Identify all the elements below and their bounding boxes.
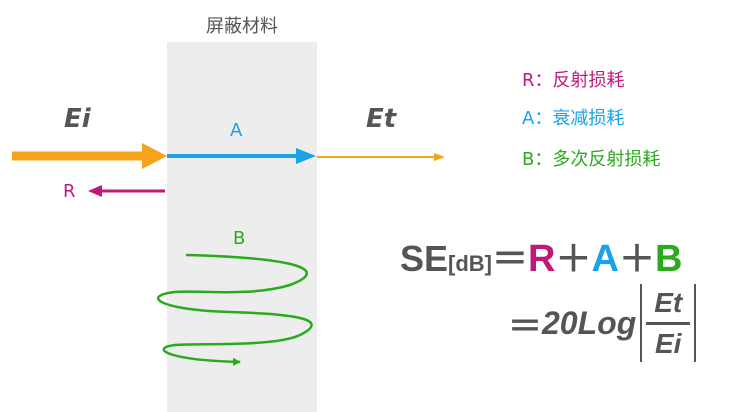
- formula-line-1: SE[dB]＝R＋A＋B: [400, 230, 682, 282]
- formula-b: B: [654, 238, 683, 280]
- reflection-label: R: [63, 181, 76, 202]
- shielding-material: [167, 42, 317, 412]
- formula-unit: [dB]: [448, 251, 493, 276]
- multi-reflection-label: B: [233, 228, 246, 249]
- absorption-arrowhead: [296, 148, 316, 164]
- fraction-numerator: Et: [654, 286, 683, 318]
- formula-a: A: [591, 238, 619, 280]
- absorption-label: A: [230, 120, 243, 141]
- fraction-denominator: Ei: [655, 327, 682, 359]
- fraction-line: [646, 321, 691, 325]
- reflection-arrowhead: [88, 185, 102, 197]
- legend-item-multi-reflection: B：多次反射损耗: [522, 149, 661, 170]
- transmitted-label: Et: [366, 104, 397, 134]
- incident-arrowhead: [142, 143, 167, 169]
- abs-bar-right: [694, 284, 697, 362]
- formula-20log: 20Log: [542, 304, 637, 341]
- formula-equals: ＝: [492, 238, 529, 279]
- transmitted-arrowhead: [434, 153, 445, 161]
- formula-fraction: Et Ei: [646, 286, 691, 361]
- formula-plus-2: ＋: [618, 238, 655, 279]
- multi-reflection-path: [156, 253, 313, 366]
- legend-item-absorption: A：衰减损耗: [522, 108, 625, 129]
- legend-item-reflection: R：反射损耗: [522, 70, 625, 91]
- abs-bar-left: [640, 284, 643, 362]
- shielding-material-title: 屏蔽材料: [206, 16, 278, 37]
- formula-plus-1: ＋: [555, 238, 592, 279]
- formula-se: SE: [400, 238, 449, 279]
- formula-r: R: [528, 238, 556, 280]
- formula-line-2: ＝ 20Log Et Ei: [508, 282, 700, 364]
- incident-label: Ei: [64, 104, 91, 134]
- formula-equals-2: ＝: [508, 307, 542, 346]
